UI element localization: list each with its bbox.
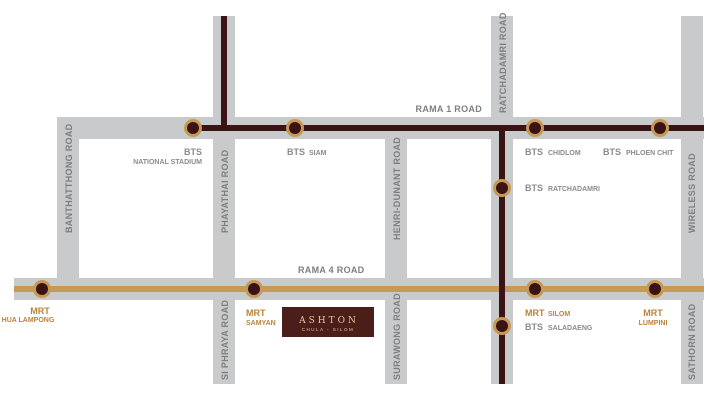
station-name: SILOM <box>548 311 570 318</box>
phayathai-road <box>213 16 235 278</box>
project-subtitle: CHULA - SILOM <box>302 327 355 332</box>
label-siam: BTS SIAM <box>287 147 327 157</box>
label-phloen-chit: BTS PHLOEN CHIT <box>603 147 674 157</box>
label-ratchadamri: BTS RATCHADAMRI <box>525 183 600 193</box>
label-hua-lampong: MRT HUA LAMPONG <box>2 306 55 324</box>
rama4-road-label: RAMA 4 ROAD <box>298 265 365 275</box>
label-samyan: MRT SAMYAN <box>246 308 276 327</box>
label-chidlom: BTS CHIDLOM <box>525 147 581 157</box>
label-lumpini: MRT LUMPINI <box>639 308 668 327</box>
surawong-road <box>385 300 407 384</box>
wireless-road <box>681 16 703 278</box>
bts-tag: BTS <box>525 183 543 193</box>
station-chidlom <box>526 119 544 137</box>
station-name: RATCHADAMRI <box>548 186 600 193</box>
station-name: SIAM <box>309 150 327 157</box>
bts-tag: BTS <box>603 147 621 157</box>
station-hua-lampong <box>33 280 51 298</box>
station-name: HUA LAMPONG <box>2 317 55 324</box>
station-samyan <box>245 280 263 298</box>
ratchadamri-road-label: RATCHADAMRI ROAD <box>498 12 508 113</box>
bts-tag: BTS <box>184 147 202 157</box>
surawong-road-label: SURAWONG ROAD <box>392 293 402 380</box>
mrt-tag: MRT <box>30 306 50 316</box>
bts-lines <box>193 16 704 384</box>
rama1-road-label: RAMA 1 ROAD <box>416 104 483 114</box>
station-lumpini <box>646 280 664 298</box>
banthatthong-road-label: BANTHATTHONG ROAD <box>64 123 74 233</box>
bts-tag: BTS <box>525 322 543 332</box>
station-name: PHLOEN CHIT <box>626 150 674 157</box>
si-phraya-road-label: SI PHRAYA ROAD <box>220 300 230 380</box>
banthatthong-road <box>57 117 79 300</box>
mrt-tag: MRT <box>246 308 266 318</box>
station-name: SALADAENG <box>548 325 593 332</box>
bts-tag: BTS <box>287 147 305 157</box>
station-phloen-chit <box>651 119 669 137</box>
si-phraya-road <box>213 300 235 384</box>
henri-dunant-road <box>385 139 407 278</box>
station-ratchadamri <box>493 179 511 197</box>
mrt-tag: MRT <box>643 308 663 318</box>
station-silom <box>526 280 544 298</box>
wireless-road-label: WIRELESS ROAD <box>687 153 697 233</box>
bts-tag: BTS <box>525 147 543 157</box>
sathorn-road <box>681 300 703 384</box>
logo-background <box>282 307 374 337</box>
phayathai-road-label: PHAYATHAI ROAD <box>220 149 230 233</box>
henri-dunant-road-label: HENRI-DUNANT ROAD <box>392 137 402 240</box>
station-name: LUMPINI <box>639 320 668 327</box>
station-national-stadium <box>184 119 202 137</box>
station-saladaeng <box>493 317 511 335</box>
label-silom: MRT SILOM <box>525 308 570 318</box>
label-national-stadium: BTS NATIONAL STADIUM <box>133 147 202 166</box>
station-name: SAMYAN <box>246 320 276 327</box>
mrt-tag: MRT <box>525 308 545 318</box>
station-name: CHIDLOM <box>548 150 581 157</box>
ashton-logo: ASHTON CHULA - SILOM <box>282 307 374 337</box>
sathorn-road-label: SATHORN ROAD <box>687 303 697 380</box>
station-siam <box>286 119 304 137</box>
station-name: NATIONAL STADIUM <box>133 159 202 166</box>
project-name: ASHTON <box>298 316 359 326</box>
label-saladaeng: BTS SALADAENG <box>525 322 593 332</box>
